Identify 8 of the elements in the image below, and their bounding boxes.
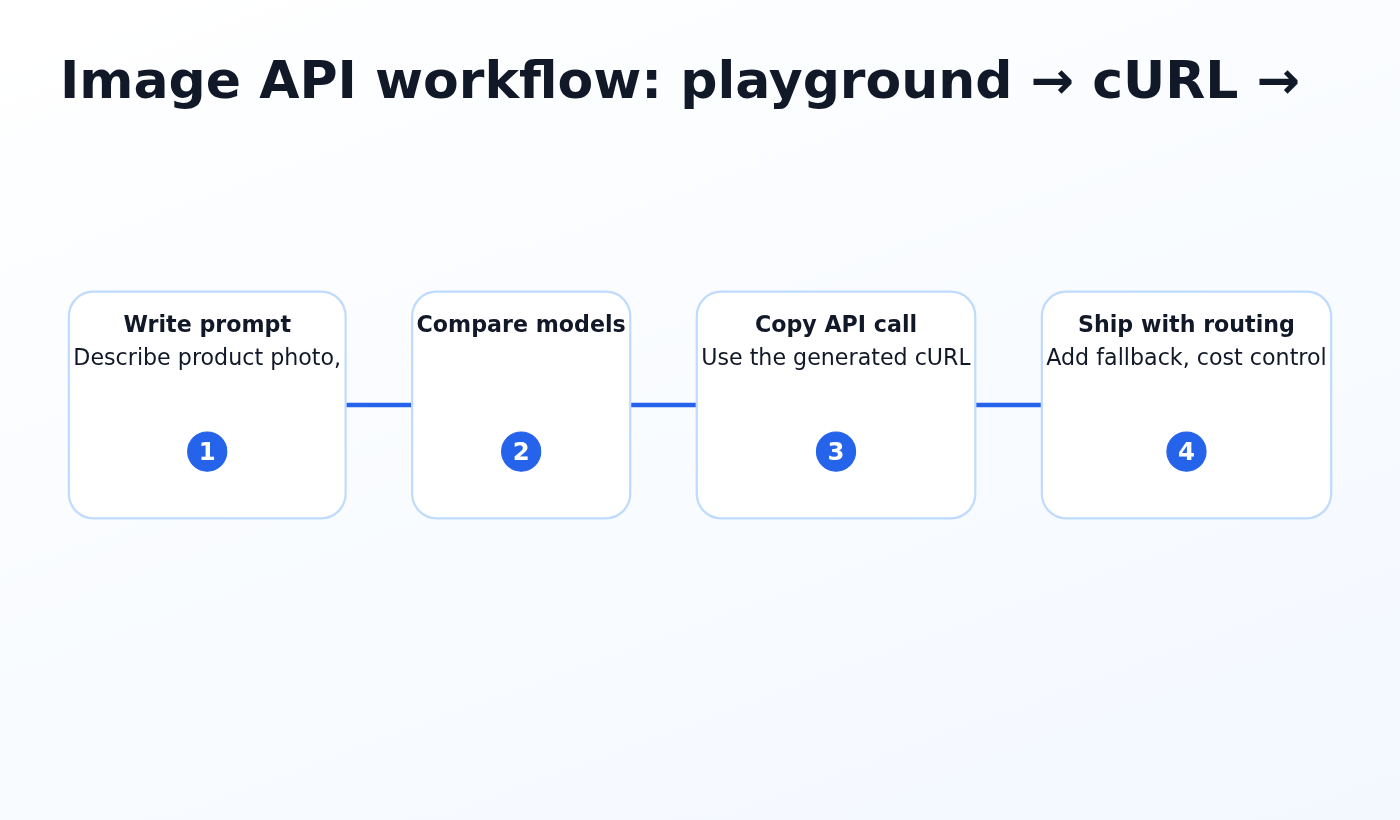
node-circle: 4 <box>1166 431 1207 472</box>
node-circle: 2 <box>501 431 542 472</box>
node-circle: 3 <box>815 431 857 472</box>
connector <box>630 402 697 408</box>
connector <box>975 402 1042 408</box>
connector <box>345 402 413 408</box>
diagram-title: Image API workflow: playground → cURL → <box>60 50 1301 110</box>
node-circle: 1 <box>187 431 228 472</box>
